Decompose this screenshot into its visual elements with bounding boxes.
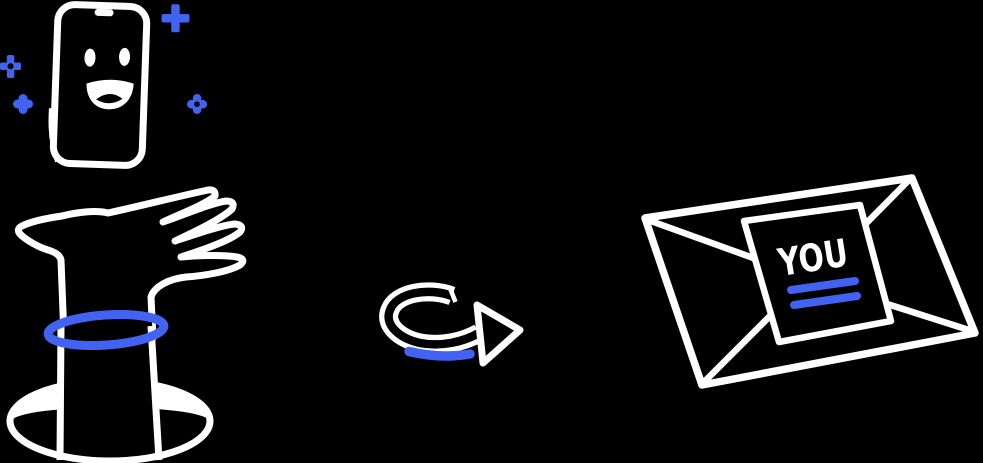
forearm-fill: [58, 322, 160, 461]
card-underlines: [787, 277, 861, 309]
sparkle-hole: [194, 101, 200, 107]
sparkle-arm: [171, 4, 180, 33]
card-underline: [787, 277, 859, 294]
phone-eye-left: [84, 48, 96, 67]
envelope-icon: YOU: [641, 174, 979, 389]
sparkle-round-icon: [13, 94, 33, 114]
arrow-head: [473, 301, 524, 367]
forearm-left-edge: [56, 325, 65, 461]
phone-eye-right: [119, 47, 131, 66]
loop-arrow-right-icon: [379, 282, 524, 367]
forearm-right-edge: [147, 325, 163, 461]
envelope-card: [740, 201, 895, 346]
bracelet-icon: [43, 309, 169, 351]
phone-sketch-line: [48, 108, 60, 163]
card-underline: [790, 292, 861, 309]
arrow-underline: [404, 346, 475, 361]
sparkle-round-hollow-icon: [187, 94, 207, 114]
hole-front-rim: [6, 420, 214, 463]
sparkle-hole: [7, 63, 14, 70]
phone-speaker: [94, 8, 114, 17]
phone-tongue: [96, 93, 123, 104]
arrow-band-core: [384, 287, 482, 349]
card-label: YOU: [774, 231, 851, 286]
sparkle-arm: [18, 94, 28, 114]
sparkle-icon: [161, 4, 190, 33]
smiling-phone-icon: [48, 1, 151, 169]
arrow-band-end: [448, 288, 458, 303]
hand-icon: [14, 186, 247, 342]
sparkle-hollow-icon: [0, 55, 21, 78]
hand-from-hole-icon: [6, 186, 247, 463]
